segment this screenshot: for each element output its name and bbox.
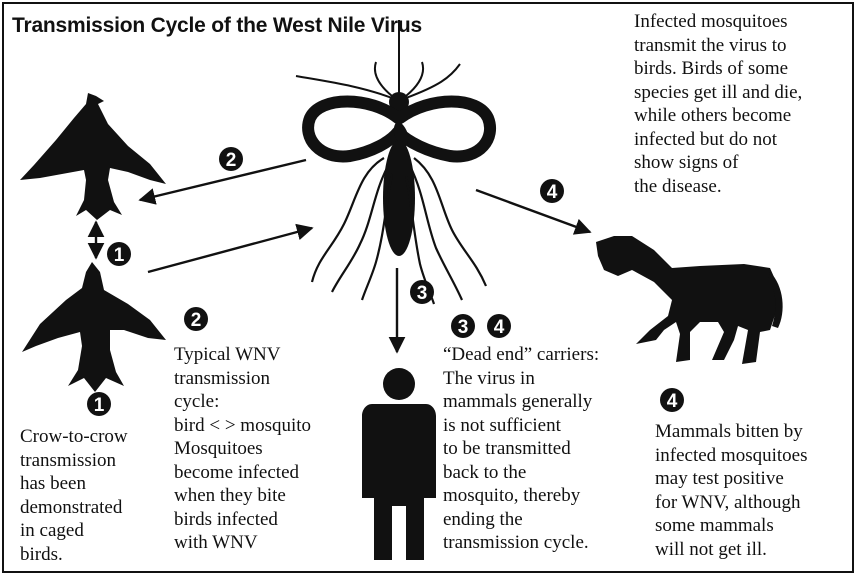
marker-1: 1	[107, 242, 131, 266]
human-icon	[362, 368, 436, 560]
marker-4: 4	[540, 179, 564, 203]
marker-2: 2	[184, 307, 208, 331]
svg-text:2: 2	[191, 310, 202, 331]
svg-text:4: 4	[547, 182, 558, 203]
bird-icon	[22, 262, 166, 392]
svg-text:4: 4	[494, 317, 505, 338]
svg-text:2: 2	[226, 150, 237, 171]
marker-4: 4	[487, 314, 511, 338]
marker-4: 4	[660, 388, 684, 412]
horse-icon	[596, 236, 783, 364]
arrow-bird-to-mosquito	[148, 228, 312, 272]
mosquito-to-birds-text: Infected mosquitoes transmit the virus t…	[634, 10, 802, 198]
svg-text:1: 1	[114, 245, 125, 266]
mosquito-icon	[296, 20, 490, 304]
marker-3: 3	[451, 314, 475, 338]
dead-end-text: “Dead end” carriers: The virus in mammal…	[443, 343, 599, 555]
svg-text:3: 3	[458, 317, 469, 338]
marker-1: 1	[87, 392, 111, 416]
svg-text:3: 3	[417, 283, 428, 304]
svg-text:4: 4	[667, 391, 678, 412]
marker-3: 3	[410, 280, 434, 304]
typical-cycle-text: Typical WNV transmission cycle: bird < >…	[174, 343, 311, 555]
marker-2: 2	[219, 147, 243, 171]
arrow-mosquito-to-horse	[476, 190, 590, 232]
arrows	[96, 160, 590, 352]
svg-text:1: 1	[94, 395, 105, 416]
bird-icon	[20, 93, 166, 220]
mammals-bitten-text: Mammals bitten by infected mosquitoes ma…	[655, 420, 808, 561]
crow-to-crow-text: Crow-to-crow transmission has been demon…	[20, 425, 128, 566]
